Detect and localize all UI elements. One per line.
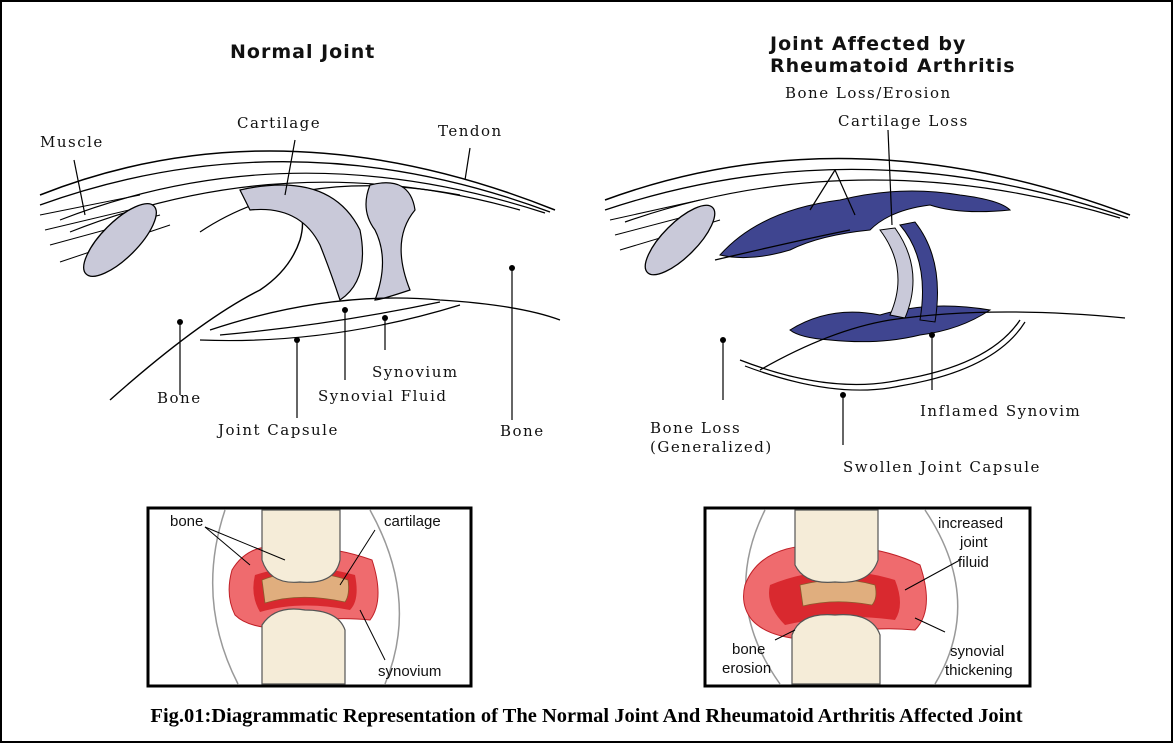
inset-label-synovium: synovium bbox=[378, 663, 441, 680]
ra-muscle-belly bbox=[635, 195, 724, 284]
label-bone-right: Bone bbox=[500, 422, 545, 440]
inset-label-bone: bone bbox=[732, 641, 765, 658]
ra-inset: increased joint filuid bone erosion syno… bbox=[705, 508, 1030, 686]
label-joint-capsule: Joint Capsule bbox=[216, 421, 339, 439]
label-synovium: Synovium bbox=[372, 363, 459, 381]
label-bone-loss-erosion: Bone Loss/Erosion bbox=[785, 84, 952, 102]
muscle-belly bbox=[73, 193, 166, 286]
inset-label-filuid: filuid bbox=[958, 554, 989, 571]
label-generalized: (Generalized) bbox=[650, 438, 773, 456]
normal-inset: bone cartilage synovium bbox=[148, 508, 471, 686]
inset-label-synovial: synovial bbox=[950, 643, 1004, 660]
inset-label-thickening: thickening bbox=[945, 662, 1013, 679]
inset-label-bone: bone bbox=[170, 513, 203, 530]
figure-caption: Fig.01:Diagrammatic Representation of Th… bbox=[0, 705, 1173, 728]
label-muscle: Muscle bbox=[40, 133, 104, 151]
ra-joint-title-line2: Rheumatoid Arthritis bbox=[770, 55, 1016, 77]
label-cartilage-loss: Cartilage Loss bbox=[838, 112, 969, 130]
normal-joint-title: Normal Joint bbox=[230, 41, 375, 63]
normal-joint-diagram: Normal Joint Muscle Cartilage Tendon Syn… bbox=[40, 41, 560, 440]
inset-label-joint: joint bbox=[959, 534, 988, 551]
cartilage-right bbox=[366, 183, 415, 300]
ra-joint-diagram: Joint Affected by Rheumatoid Arthritis B… bbox=[605, 33, 1130, 476]
inflamed-synovium-upper bbox=[720, 191, 1010, 258]
label-bone-left: Bone bbox=[157, 389, 202, 407]
inset-label-cartilage: cartilage bbox=[384, 513, 441, 530]
label-bone-loss: Bone Loss bbox=[650, 419, 741, 437]
label-tendon: Tendon bbox=[438, 122, 503, 140]
ra-joint-title-line1: Joint Affected by bbox=[768, 33, 966, 55]
label-swollen-joint-capsule: Swollen Joint Capsule bbox=[843, 458, 1041, 476]
inset-label-erosion: erosion bbox=[722, 660, 771, 677]
inflamed-synovium-lower bbox=[790, 306, 990, 342]
label-inflamed-synovium: Inflamed Synovim bbox=[920, 402, 1081, 420]
label-cartilage: Cartilage bbox=[237, 114, 321, 132]
cartilage-left bbox=[240, 185, 363, 300]
inset-label-increased: increased bbox=[938, 515, 1003, 532]
label-synovial-fluid: Synovial Fluid bbox=[318, 387, 448, 405]
